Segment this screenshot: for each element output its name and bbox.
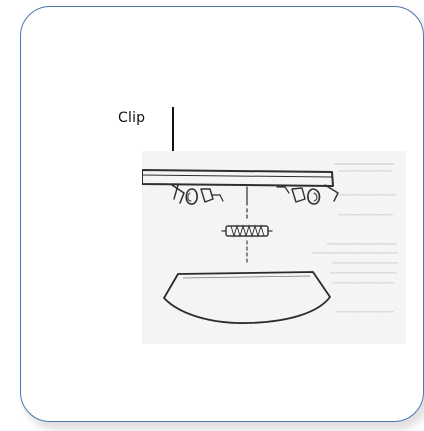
illustration-card: Clip	[20, 6, 424, 422]
fixture-diagram	[142, 151, 406, 344]
spring-icon	[221, 224, 273, 238]
mounting-bracket-icon	[142, 169, 339, 222]
clip-label: Clip	[118, 110, 146, 126]
diffuser-icon	[163, 271, 331, 324]
